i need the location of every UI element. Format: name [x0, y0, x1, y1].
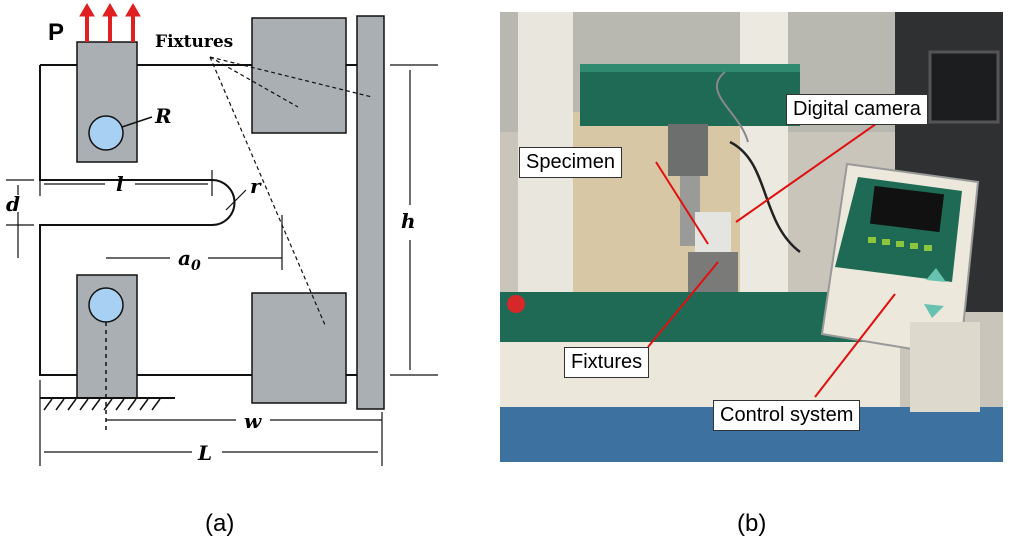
dim-d-line: [6, 179, 34, 258]
dim-L-line: [39, 380, 378, 466]
dim-h: h: [401, 209, 416, 233]
caption-b: (b): [737, 510, 767, 537]
dim-w-line: [106, 412, 383, 466]
lower-side-fixture: [251, 292, 347, 404]
testing-machine-photo: [500, 12, 1003, 462]
controller-keys: [868, 237, 932, 251]
callout-control-system: Control system: [713, 400, 861, 431]
vertical-fixture-bar: [356, 15, 385, 410]
fixtures-label: Fixtures: [155, 32, 233, 52]
dim-l-line: [39, 170, 213, 196]
caption-a: (a): [205, 510, 235, 537]
load-label: P: [48, 19, 64, 46]
dim-r: r: [250, 174, 262, 198]
load-arrows: [79, 3, 141, 42]
callout-pointers: [647, 118, 896, 398]
radius-leader: [121, 116, 153, 128]
dim-L: L: [197, 441, 212, 465]
dim-h-line: [390, 64, 438, 376]
ground-hatch: [43, 398, 161, 411]
dim-a0: a0: [178, 246, 201, 274]
upper-side-fixture: [251, 17, 347, 134]
load-cell: [668, 124, 708, 176]
dim-d: d: [6, 192, 20, 216]
dim-a0-line: [106, 215, 283, 270]
controller-screen: [869, 185, 945, 233]
dim-r-leader: [225, 189, 247, 211]
crosshead: [580, 64, 800, 126]
top-pin-hole: [88, 115, 124, 151]
emergency-stop: [507, 295, 525, 313]
callout-specimen: Specimen: [519, 147, 622, 178]
fixtures-leaders: [209, 56, 373, 326]
callout-digital-camera: Digital camera: [786, 94, 928, 125]
specimen-schematic: P Fixtures R l r d h: [6, 3, 438, 466]
dim-R: R: [154, 104, 172, 128]
callout-fixtures: Fixtures: [564, 347, 650, 378]
dim-l: l: [116, 172, 124, 196]
dim-w: w: [244, 409, 262, 433]
bottom-grip-fixture: [76, 274, 138, 399]
bottom-pin-hole: [88, 287, 124, 323]
photo-panel: Digital camera Specimen Fixtures Control…: [500, 12, 1003, 462]
right-column: [740, 12, 788, 312]
schematic-panel: P Fixtures R l r d h: [0, 0, 470, 541]
